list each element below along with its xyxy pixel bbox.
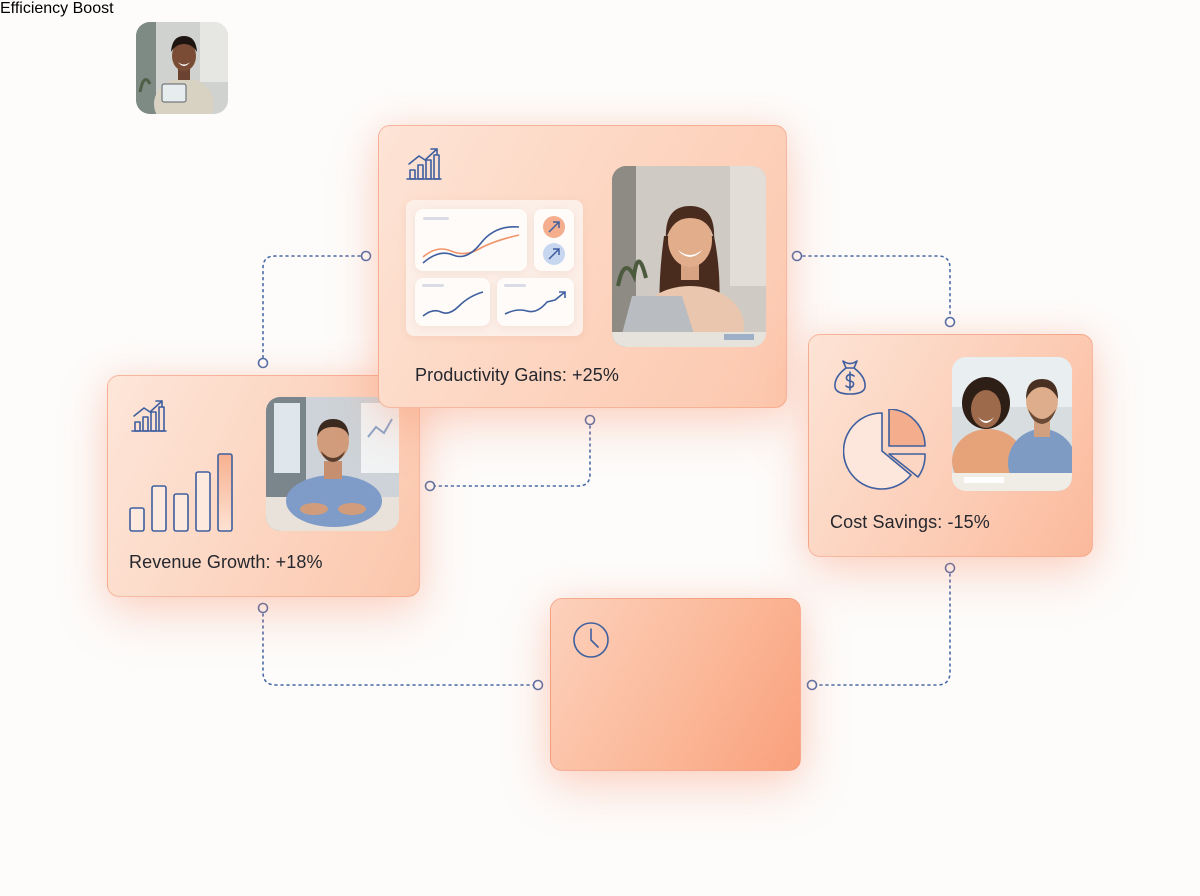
- connector-productivity-cost: [796, 255, 951, 323]
- connector-node: [791, 250, 803, 262]
- connector-node: [806, 679, 818, 691]
- bar-chart-illustration: [129, 453, 233, 532]
- photo-woman-tablet: [136, 22, 228, 114]
- productivity-gains-label: Productivity Gains: +25%: [415, 365, 619, 385]
- sparkline-widget: [497, 278, 574, 326]
- clock-icon: [573, 622, 609, 658]
- connector-node: [257, 357, 269, 369]
- bar: [195, 471, 211, 532]
- efficiency-boost-card: [550, 598, 801, 771]
- bar: [129, 507, 145, 532]
- arrow-badges-widget: [534, 209, 574, 271]
- connector-productivity-center: [429, 419, 591, 487]
- connector-node: [424, 480, 436, 492]
- pie-chart-illustration: [843, 409, 926, 490]
- connector-node: [944, 316, 956, 328]
- connector-node: [360, 250, 372, 262]
- sparkline-widget: [415, 278, 490, 326]
- revenue-growth-label: Revenue Growth: +18%: [129, 552, 323, 572]
- efficiency-boost-label: Efficiency Boost: [0, 0, 114, 17]
- connector-node: [532, 679, 544, 691]
- photo-smiling-man-meeting: [266, 397, 399, 531]
- trend-chart-icon: [406, 148, 442, 180]
- connector-node: [257, 602, 269, 614]
- photo-smiling-woman-laptop: [612, 166, 766, 347]
- connector-node: [944, 562, 956, 574]
- connector-revenue-efficiency: [262, 607, 539, 686]
- trend-chart-icon: [131, 400, 167, 432]
- connector-productivity-revenue: [262, 255, 367, 364]
- connector-cost-efficiency: [811, 567, 951, 686]
- revenue-growth-card: Revenue Growth: +18%: [107, 375, 420, 597]
- bar: [173, 493, 189, 532]
- productivity-gains-card: Productivity Gains: +25%: [378, 125, 787, 408]
- cost-savings-label: Cost Savings: -15%: [830, 512, 990, 532]
- money-bag-icon: [834, 360, 866, 395]
- bar: [217, 453, 233, 532]
- bar: [151, 485, 167, 532]
- photo-smiling-colleagues: [952, 357, 1072, 491]
- cost-savings-card: Cost Savings: -15%: [808, 334, 1093, 557]
- connector-node: [584, 414, 596, 426]
- line-chart-widget: [415, 209, 527, 271]
- dashboard-preview: [406, 200, 583, 336]
